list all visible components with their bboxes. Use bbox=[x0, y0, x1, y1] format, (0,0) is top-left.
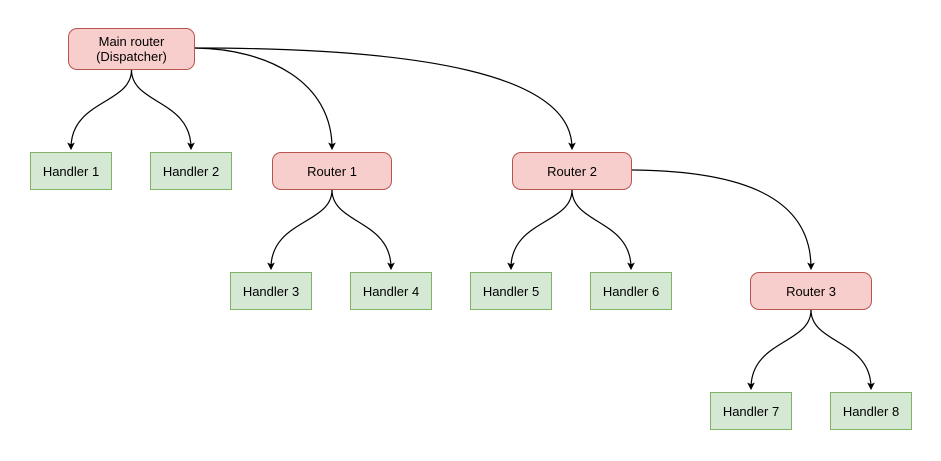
node-router-1[interactable]: Router 1 bbox=[272, 152, 392, 190]
node-label-handler-2: Handler 2 bbox=[162, 163, 220, 179]
node-label-main-router: Main router (Dispatcher) bbox=[96, 34, 167, 64]
edge-main-to-router-1 bbox=[194, 47, 336, 151]
node-handler-7[interactable]: Handler 7 bbox=[710, 392, 792, 430]
edge-main-to-handler-1 bbox=[67, 69, 133, 151]
edge-main-to-handler-2 bbox=[130, 69, 195, 151]
node-label-handler-7: Handler 7 bbox=[722, 403, 780, 419]
node-handler-8[interactable]: Handler 8 bbox=[830, 392, 912, 430]
node-handler-1[interactable]: Handler 1 bbox=[30, 152, 112, 190]
node-handler-5[interactable]: Handler 5 bbox=[470, 272, 552, 310]
node-handler-6[interactable]: Handler 6 bbox=[590, 272, 672, 310]
edge-router-3-to-handler-7 bbox=[747, 309, 812, 391]
node-label-router-1: Router 1 bbox=[307, 163, 357, 179]
node-handler-2[interactable]: Handler 2 bbox=[150, 152, 232, 190]
node-router-3[interactable]: Router 3 bbox=[750, 272, 872, 310]
edge-router-2-to-handler-6 bbox=[571, 189, 635, 271]
node-main-router[interactable]: Main router (Dispatcher) bbox=[68, 28, 195, 70]
edge-router-2-to-router-3 bbox=[631, 169, 815, 271]
node-label-router-3: Router 3 bbox=[786, 283, 836, 299]
node-label-handler-3: Handler 3 bbox=[242, 283, 300, 299]
node-label-handler-1: Handler 1 bbox=[42, 163, 100, 179]
node-label-handler-5: Handler 5 bbox=[482, 283, 540, 299]
node-label-router-2: Router 2 bbox=[547, 163, 597, 179]
edge-router-3-to-handler-8 bbox=[810, 309, 875, 391]
node-label-handler-4: Handler 4 bbox=[362, 283, 420, 299]
node-handler-4[interactable]: Handler 4 bbox=[350, 272, 432, 310]
node-label-handler-6: Handler 6 bbox=[602, 283, 660, 299]
node-handler-3[interactable]: Handler 3 bbox=[230, 272, 312, 310]
node-label-handler-8: Handler 8 bbox=[842, 403, 900, 419]
edge-router-1-to-handler-3 bbox=[267, 189, 333, 271]
edge-router-1-to-handler-4 bbox=[331, 189, 395, 271]
edge-main-to-router-2 bbox=[194, 47, 576, 151]
edge-group bbox=[67, 47, 875, 391]
node-router-2[interactable]: Router 2 bbox=[512, 152, 632, 190]
edge-router-2-to-handler-5 bbox=[507, 189, 573, 271]
